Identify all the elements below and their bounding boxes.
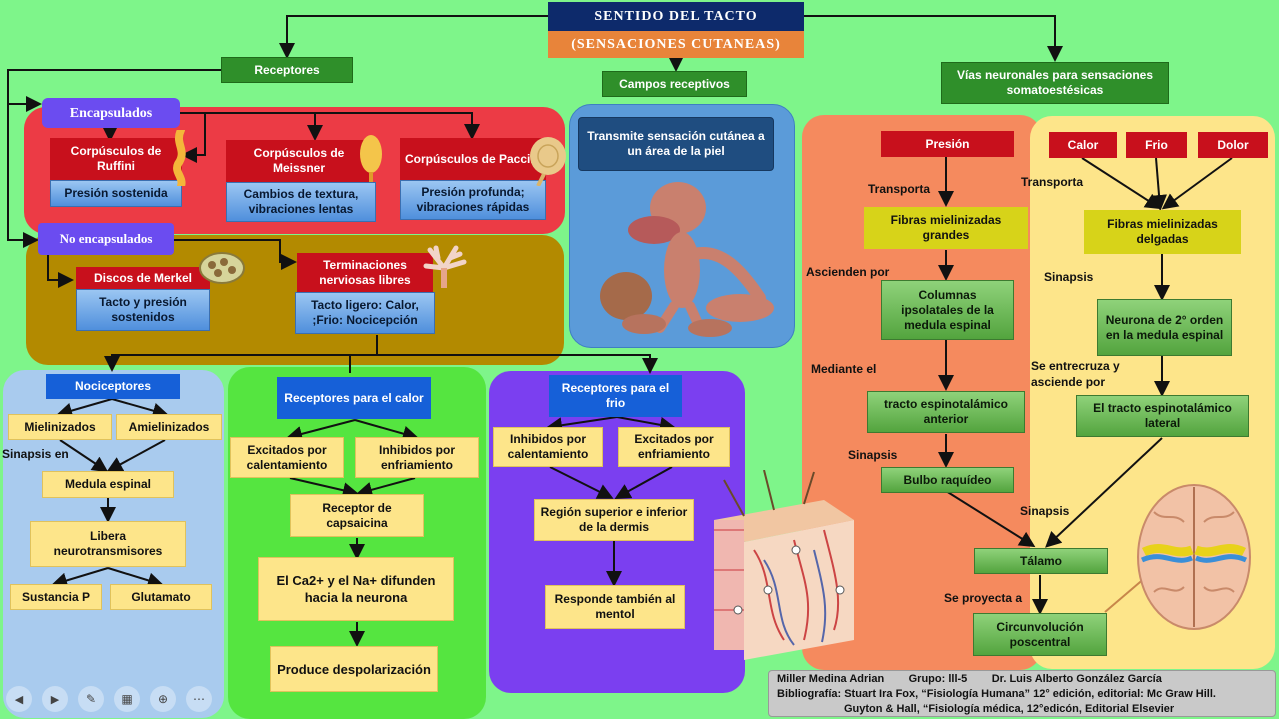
ascienden-label: Ascienden por: [806, 265, 890, 279]
sustancia-p-box: Sustancia P: [10, 584, 102, 610]
mediante-label: Mediante el: [811, 362, 877, 376]
fibras-grandes-box: Fibras mielinizadas grandes: [864, 207, 1028, 249]
talamo-box: Tálamo: [974, 548, 1108, 574]
subtitle-box: (SENSACIONES CUTANEAS): [548, 31, 804, 58]
amielinizados-box: Amielinizados: [116, 414, 222, 440]
calor-inhibidos-box: Inhibidos por enfriamiento: [355, 437, 479, 478]
slideshow-controls: ◀ ▶ ✎ ▦ ⊕ ⋯: [6, 686, 226, 714]
credits-bibliography-1: Bibliografía: Stuart Ira Fox, “Fisiologí…: [777, 688, 1216, 700]
columnas-box: Columnas ipsolatales de la medula espina…: [881, 280, 1014, 340]
neurona-segundo-orden-box: Neurona de 2° orden en la medula espinal: [1097, 299, 1232, 356]
meissner-title: Corpúsculos de Meissner: [226, 140, 372, 182]
frio-pathway-box: Frio: [1126, 132, 1187, 158]
transporta-label: Transporta: [868, 182, 931, 196]
sinapsis-en-label: Sinapsis en: [2, 447, 69, 461]
entrecruza-text: Se entrecruza y asciende por: [1031, 359, 1120, 389]
medula-espinal-box: Medula espinal: [42, 471, 174, 498]
sinapsis-label-1: Sinapsis: [848, 448, 898, 462]
mentol-box: Responde también al mentol: [545, 585, 685, 629]
calor-pathway-box: Calor: [1049, 132, 1117, 158]
ruffini-corpuscle-icon: [173, 130, 186, 186]
ca-na-box: El Ca2+ y el Na+ difunden hacia la neuro…: [258, 557, 454, 621]
sinapsis-label-3: Sinapsis: [1020, 504, 1070, 518]
credits-bibliography-2: Guyton & Hall, “Fisiología médica, 12°ed…: [844, 703, 1175, 715]
calor-header: Receptores para el calor: [277, 377, 431, 419]
next-slide-icon[interactable]: ▶: [42, 686, 68, 712]
despolarizacion-box: Produce despolarización: [270, 646, 438, 692]
nociceptores-header: Nociceptores: [46, 374, 180, 399]
brain-image: [1137, 484, 1251, 630]
no-encapsulados-box: No encapsulados: [38, 223, 174, 255]
ruffini-desc: Presión sostenida: [50, 180, 182, 207]
paccini-desc: Presión profunda; vibraciones rápidas: [400, 180, 546, 220]
proyecta-label: Se proyecta a: [944, 591, 1023, 605]
presion-box: Presión: [881, 131, 1014, 157]
mielinizados-box: Mielinizados: [8, 414, 112, 440]
frio-header: Receptores para el frio: [549, 375, 682, 417]
libera-box: Libera neurotransmisores: [30, 521, 186, 567]
pen-tool-icon[interactable]: ✎: [78, 686, 104, 712]
meissner-corpuscle-icon: [360, 135, 382, 182]
paccini-corpuscle-icon: [530, 137, 566, 186]
skin-cross-section-image: [714, 470, 854, 660]
homunculus-figure: [600, 182, 774, 337]
slide-overview-icon[interactable]: ▦: [114, 686, 140, 712]
transporta-label-2: Transporta: [1021, 175, 1084, 189]
capsaicina-box: Receptor de capsaicina: [290, 494, 424, 537]
paccini-title: Corpúsculos de Paccini: [400, 138, 546, 180]
campos-desc-box: Transmite sensación cutánea a un área de…: [578, 117, 774, 171]
frio-excitados-box: Excitados por enfriamiento: [618, 427, 730, 467]
credits-box: Miller Medina Adrian Grupo: lll-5 Dr. Lu…: [768, 670, 1276, 717]
tracto-lateral-box: El tracto espinotalámico lateral: [1076, 395, 1249, 437]
zoom-icon[interactable]: ⊕: [150, 686, 176, 712]
ruffini-title: Corpúsculos de Ruffini: [50, 138, 182, 180]
merkel-title: Discos de Merkel: [76, 267, 210, 289]
bulbo-raquideo-box: Bulbo raquídeo: [881, 467, 1014, 493]
tracto-anterior-box: tracto espinotalámico anterior: [867, 391, 1025, 433]
meissner-desc: Cambios de textura, vibraciones lentas: [226, 182, 376, 222]
free-nerve-endings-icon: [423, 245, 467, 288]
libres-desc: Tacto ligero: Calor, ;Frio: Nocicepción: [295, 292, 435, 334]
frio-inhibidos-box: Inhibidos por calentamiento: [493, 427, 603, 467]
merkel-disc-icon: [199, 252, 245, 284]
credits-authors: Miller Medina Adrian Grupo: lll-5 Dr. Lu…: [777, 673, 1162, 685]
encapsulados-box: Encapsulados: [42, 98, 180, 128]
circunvolucion-box: Circunvolución poscentral: [973, 613, 1107, 656]
vias-neuronales-box: Vías neuronales para sensaciones somatoe…: [941, 62, 1169, 104]
campos-receptivos-box: Campos receptivos: [602, 71, 747, 97]
calor-excitados-box: Excitados por calentamiento: [230, 437, 344, 478]
dolor-pathway-box: Dolor: [1198, 132, 1268, 158]
entrecruza-label: Se entrecruza y asciende por: [1031, 358, 1141, 390]
more-options-icon[interactable]: ⋯: [186, 686, 212, 712]
region-dermis-box: Región superior e inferior de la dermis: [534, 499, 694, 541]
receptores-box: Receptores: [221, 57, 353, 83]
sinapsis-label-2: Sinapsis: [1044, 270, 1094, 284]
previous-slide-icon[interactable]: ◀: [6, 686, 32, 712]
fibras-delgadas-box: Fibras mielinizadas delgadas: [1084, 210, 1241, 254]
title-box: SENTIDO DEL TACTO: [548, 2, 804, 31]
libres-title: Terminaciones nerviosas libres: [297, 253, 433, 293]
glutamato-box: Glutamato: [110, 584, 212, 610]
merkel-desc: Tacto y presión sostenidos: [76, 289, 210, 331]
